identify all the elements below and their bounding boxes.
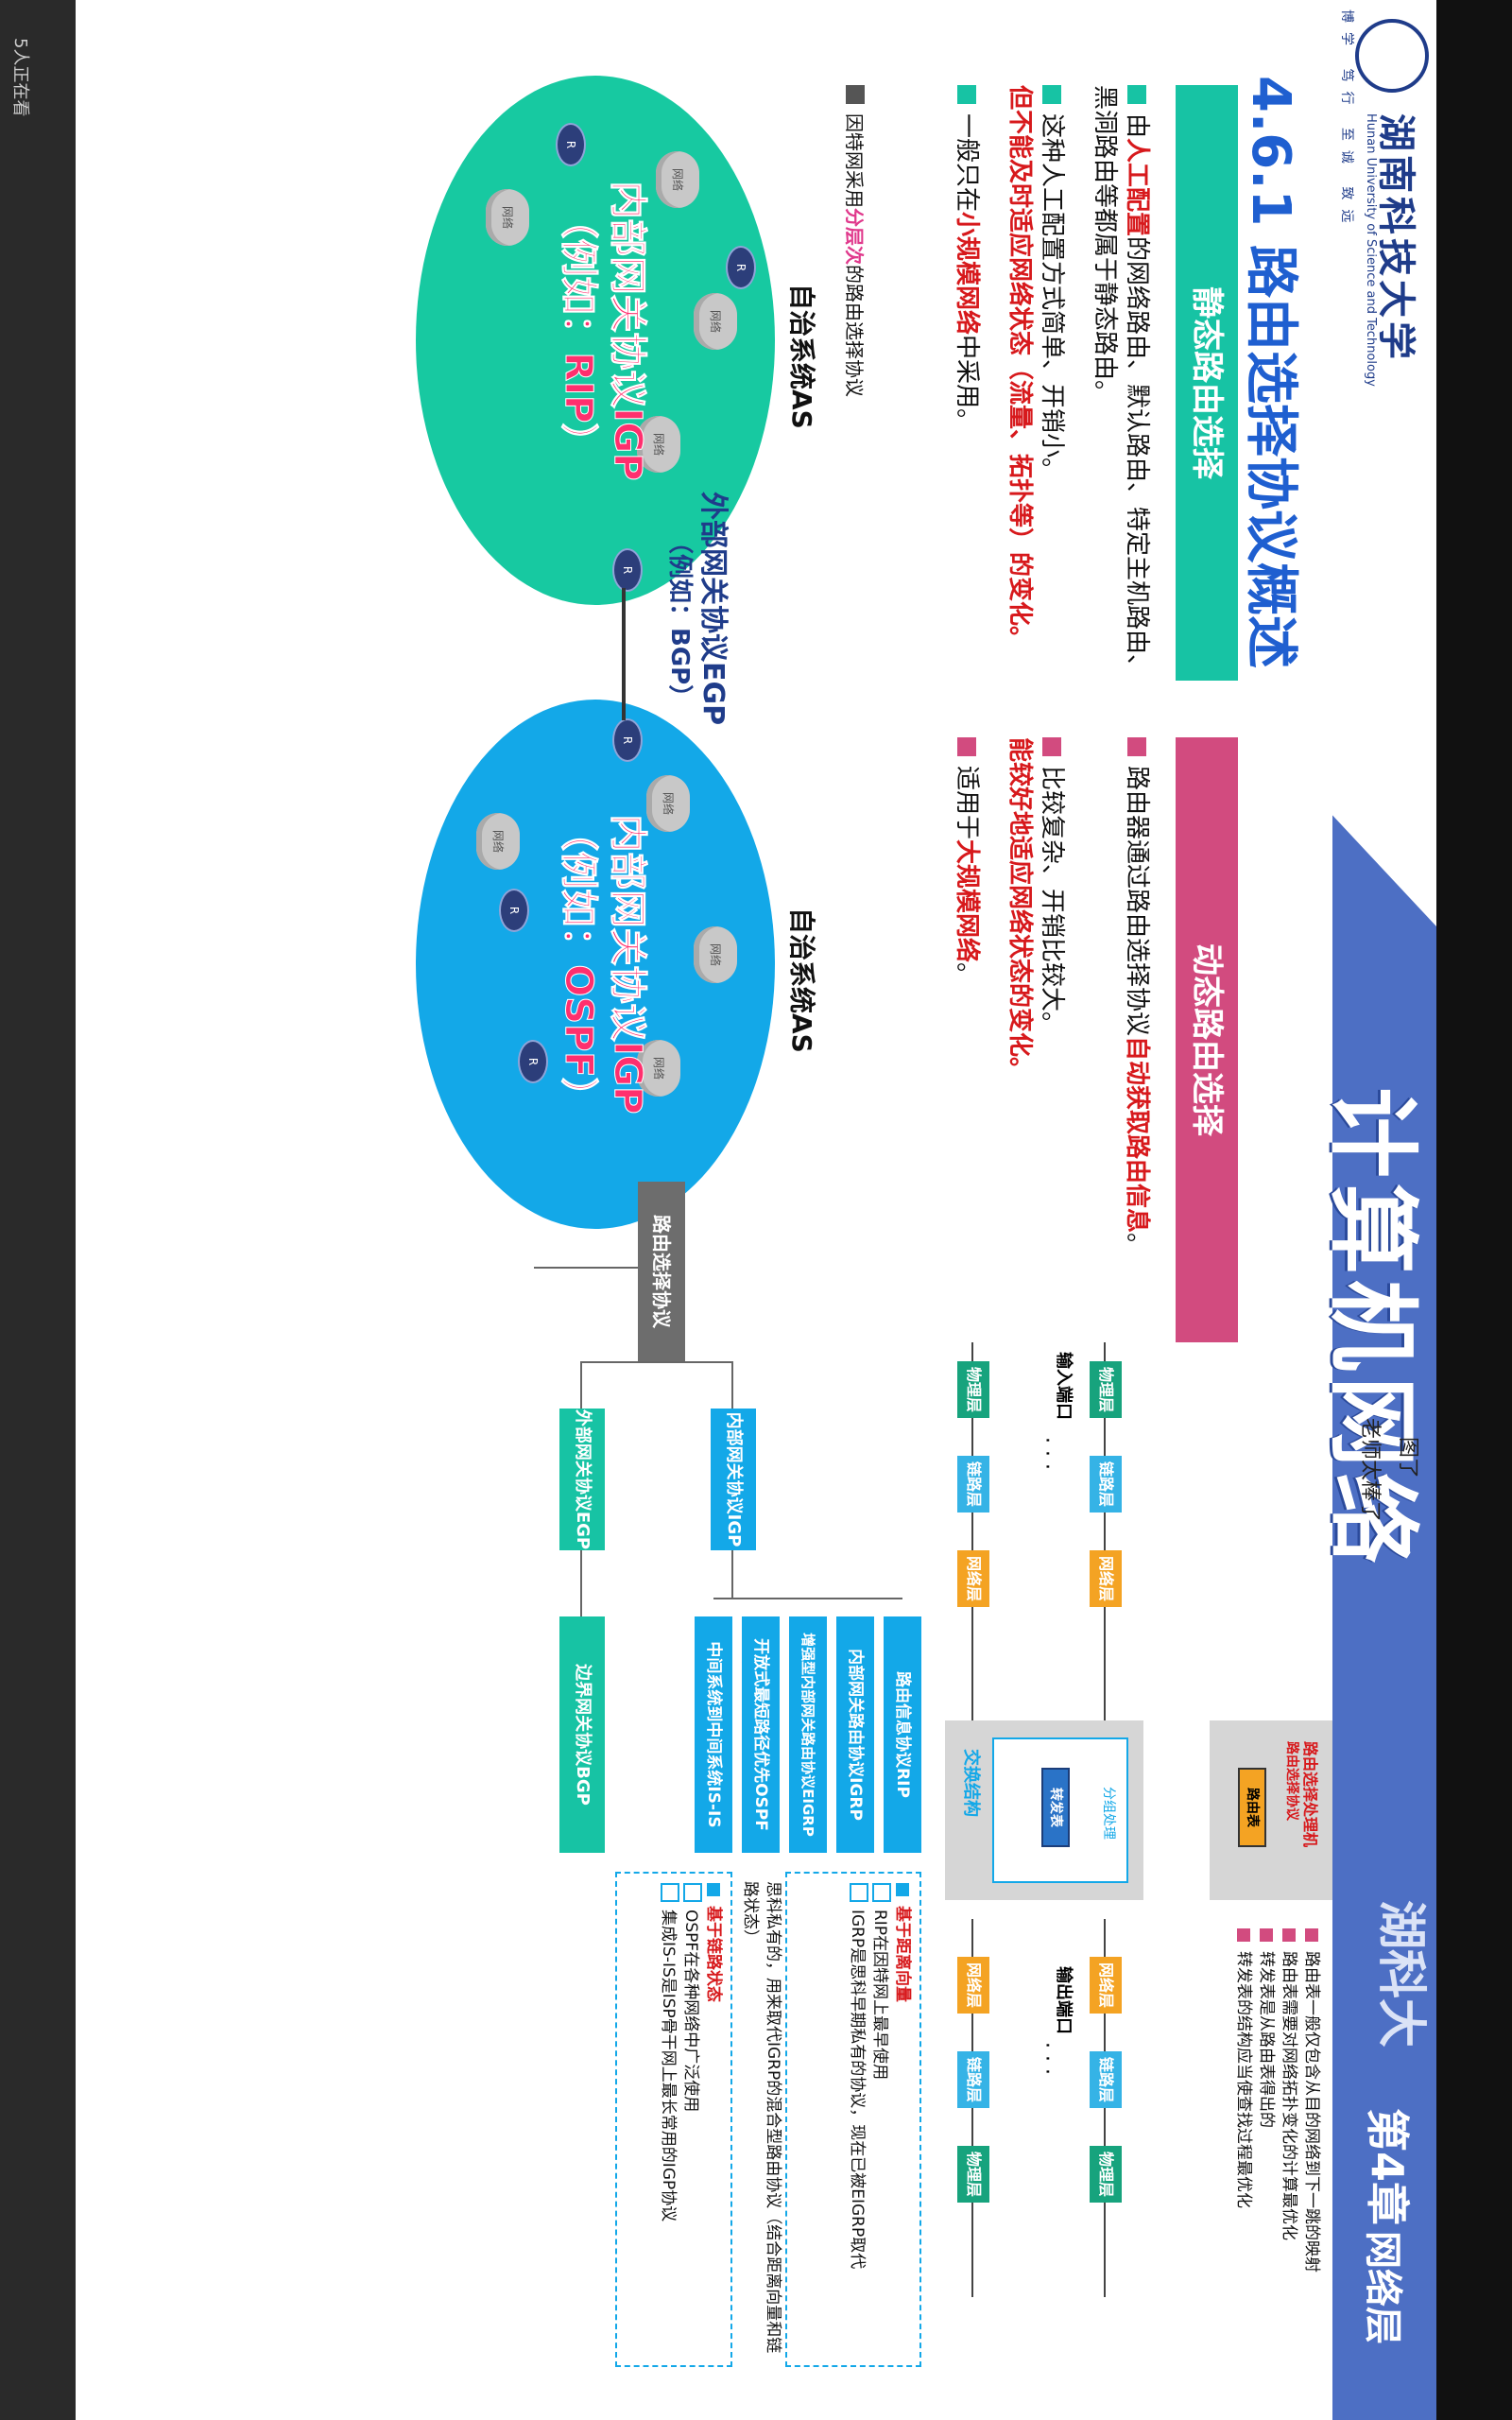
taxonomy-isis: 中间系统到中间系统IS-IS [695, 1616, 732, 1853]
taxonomy-igp: 内部网关协议IGP [711, 1409, 756, 1550]
taxonomy-egp: 外部网关协议EGP [559, 1409, 605, 1550]
dynamic-routing-heading: 动态路由选择 [1176, 737, 1238, 1342]
tree-connector [582, 1361, 733, 1363]
university-motto: 博学 笃行 至诚 致远 [1339, 9, 1354, 233]
bullet-square-icon [957, 85, 976, 104]
university-seal-icon [1355, 19, 1429, 93]
eigrp-note: 思科私有的，用来取代IGRP的混合型路由协议（结合距离向量和链路状态） [741, 1881, 782, 2354]
taxonomy-bgp: 边界网关协议BGP [559, 1616, 605, 1853]
ellipsis: · · · [1035, 2042, 1058, 2075]
network-cloud-icon: 网络 [476, 813, 520, 870]
bullet-square-icon [846, 85, 865, 104]
output-port-label: 输出端口 [1054, 1966, 1074, 2034]
egp-link [622, 588, 626, 720]
output-physical-layer: 物理层 [957, 2146, 989, 2203]
checkbox-icon [872, 1883, 891, 1902]
input-link-layer: 链路层 [957, 1456, 989, 1512]
packet-processing-box: 分组处理 转发表 [992, 1737, 1128, 1883]
taxonomy-ospf: 开放式最短路径优先OSPF [742, 1616, 780, 1853]
static-routing-heading: 静态路由选择 [1176, 85, 1238, 681]
network-cloud-icon: 网络 [656, 151, 699, 208]
output-network-layer: 网络层 [957, 1957, 989, 2014]
input-network-layer: 网络层 [957, 1550, 989, 1607]
input-physical-layer: 物理层 [1090, 1361, 1122, 1418]
static-bullet-1: 由人工配置的网络路由、默认路由、特定主机路由、黑洞路由等都属于静态路由。 [1091, 85, 1151, 680]
taxonomy-eigrp: 增强型内部网关路由协议EIGRP [789, 1616, 827, 1853]
checkbox-icon [683, 1883, 702, 1902]
output-link-layer: 链路层 [957, 2051, 989, 2108]
live-sidebar: 5人正在看 [0, 0, 76, 2420]
section-title: 4.6.1 路由选择协议概述 [1240, 76, 1301, 668]
slide: 湖南科技大学 Hunan University of Science and T… [76, 0, 1436, 2420]
right-margin [1436, 0, 1512, 2420]
router-icon: R [518, 1040, 548, 1083]
forwarding-table: 转发表 [1041, 1768, 1070, 1847]
tree-connector [713, 1598, 902, 1599]
danmaku-comment: 图了 [1396, 1437, 1419, 1479]
bullet-square-icon [957, 737, 976, 756]
distance-vector-box: 基于距离向量 RIP在因特网上最早使用 IGRP是思科早期私有的协议，现在已被E… [785, 1872, 921, 2367]
router-icon: R [499, 889, 529, 932]
igp-label-left: 内部网关协议IGP（例如：RIP） [557, 181, 650, 481]
danmaku-comment: 老师太棒了 [1358, 1418, 1382, 1523]
bullet-square-icon [1127, 85, 1146, 104]
network-cloud-icon: 网络 [694, 926, 737, 983]
routing-processor-area: 路由选择处理机 路由选择协议 路由表 [1210, 1720, 1332, 1900]
switch-fabric-area: 分组处理 转发表 交换结构 [945, 1720, 1143, 1900]
tree-connector [580, 1361, 582, 1409]
igp-label-right: 内部网关协议IGP（例如：OSPF） [557, 813, 650, 1115]
bullet-square-icon [1127, 737, 1146, 756]
switch-fabric-label: 交换结构 [961, 1749, 981, 1817]
chapter-subtitle: 网络层 [1361, 2231, 1404, 2344]
dynamic-bullet-1: 路由器通过路由选择协议自动获取路由信息。 [1121, 737, 1153, 1361]
static-bullet-3: 一般只在小规模网络中采用。 [951, 85, 983, 690]
chapter-label: 第4章 [1362, 2108, 1413, 2226]
egp-example: （例如：BGP） [665, 529, 694, 710]
router-icon: R [612, 548, 643, 592]
tree-connector [731, 1361, 733, 1409]
static-bullet-2: 这种人工配置方式简单、开销小。 但不能及时适应网络状态（流量、拓扑等）的变化。 [1005, 85, 1066, 651]
link-state-box: 基于链路状态 OSPF在各种网络中广泛使用 集成IS-IS是ISP骨干网上最长常… [615, 1872, 732, 2367]
taxonomy-root: 路由选择协议 [638, 1182, 685, 1361]
internet-hierarchy-note: 因特网采用分层次的路由选择协议 [842, 85, 869, 397]
bullet-square-icon [1042, 85, 1061, 104]
dynamic-bullet-3: 适用于大规模网络。 [951, 737, 983, 1361]
router-notes: 路由表一般仅包含从目的网络到下一跳的映射 路由表需要对网络拓扑变化的计算最优化 … [1232, 1928, 1323, 2363]
router-icon: R [726, 246, 756, 289]
viewer-count: 5人正在看 [10, 38, 30, 117]
tree-connector [580, 1550, 582, 1616]
network-cloud-icon: 网络 [646, 775, 690, 832]
taxonomy-igrp: 内部网关路由协议IGRP [836, 1616, 874, 1853]
taxonomy-rip: 路由信息协议RIP [884, 1616, 921, 1853]
input-link-layer: 链路层 [1090, 1456, 1122, 1512]
university-name: 湖南科技大学 [1374, 113, 1418, 363]
as-label-right: 自治系统AS [786, 908, 817, 1053]
checkbox-icon [850, 1883, 868, 1902]
output-network-layer: 网络层 [1090, 1957, 1122, 2014]
tree-connector [731, 1550, 733, 1598]
input-physical-layer: 物理层 [957, 1361, 989, 1418]
router-icon: R [612, 718, 643, 762]
dynamic-bullet-2: 比较复杂、开销比较大。 能较好地适应网络状态的变化。 [1005, 737, 1066, 1082]
network-cloud-icon: 网络 [694, 293, 737, 350]
checkbox-icon [661, 1883, 679, 1902]
network-cloud-icon: 网络 [486, 189, 529, 246]
output-physical-layer: 物理层 [1090, 2146, 1122, 2203]
university-name-en: Hunan University of Science and Technolo… [1364, 113, 1378, 387]
as-label-left: 自治系统AS [786, 284, 817, 429]
routing-table: 路由表 [1238, 1768, 1266, 1847]
output-link-layer: 链路层 [1090, 2051, 1122, 2108]
tree-connector [534, 1267, 638, 1269]
input-network-layer: 网络层 [1090, 1550, 1122, 1607]
input-port-label: 输入端口 [1054, 1352, 1074, 1420]
school-watermark: 湖科大 [1372, 1900, 1429, 2048]
bullet-square-icon [1042, 737, 1061, 756]
egp-label: 外部网关协议EGP [696, 492, 730, 726]
ellipsis: · · · [1035, 1437, 1058, 1470]
